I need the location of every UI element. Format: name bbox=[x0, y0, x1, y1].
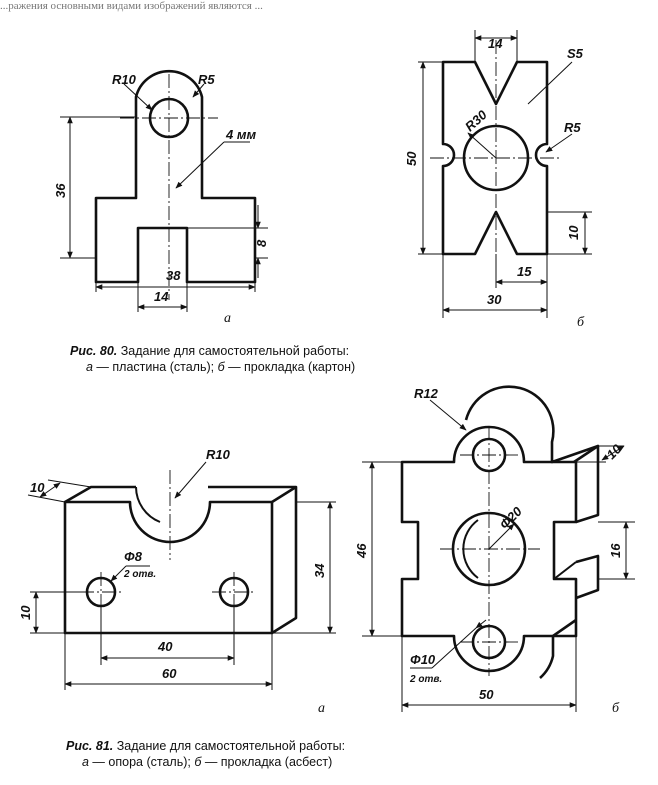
fig80a-dim-8: 8 bbox=[254, 239, 269, 247]
fig80-caption-label: Рис. 80. bbox=[70, 344, 118, 358]
fig80b-dim-10: 10 bbox=[566, 225, 581, 240]
fig81a-dim-40: 40 bbox=[157, 639, 173, 654]
fig81-caption: Рис. 81. Задание для самостоятельной раб… bbox=[66, 738, 345, 770]
fig80-caption: Рис. 80. Задание для самостоятельной раб… bbox=[70, 343, 355, 375]
fig80b-dim-s5: S5 bbox=[567, 46, 584, 61]
fig81a-dim-60: 60 bbox=[162, 666, 177, 681]
fig81-caption-text: Задание для самостоятельной работы: bbox=[113, 739, 346, 753]
fig81a-dim-34: 34 bbox=[312, 563, 327, 578]
fig81b-letter: б bbox=[612, 701, 620, 716]
fig81-caption-label: Рис. 81. bbox=[66, 739, 114, 753]
fig80-caption-b: б bbox=[217, 360, 225, 374]
fig80a-dim-36: 36 bbox=[53, 183, 68, 198]
fig81b-gasket bbox=[362, 385, 635, 712]
fig81-caption-a: а bbox=[82, 755, 89, 769]
fig80b-letter: б bbox=[577, 315, 585, 330]
fig81a-letter: а bbox=[318, 701, 325, 716]
fig80a-dim-r5: R5 bbox=[198, 72, 215, 87]
fig80a-dim-14: 14 bbox=[154, 289, 169, 304]
fig81a-dim-r10: R10 bbox=[206, 447, 231, 462]
fig80a-dim-38: 38 bbox=[166, 268, 181, 283]
fig81a-dim-10: 10 bbox=[18, 605, 33, 620]
fig80b-dim-15: 15 bbox=[517, 264, 532, 279]
fig81-caption-b-text: — прокладка (асбест) bbox=[201, 755, 333, 769]
fig81b-dim-50: 50 bbox=[479, 687, 494, 702]
fig81-caption-b: б bbox=[194, 755, 202, 769]
fig80b-dim-r5: R5 bbox=[564, 120, 581, 135]
fig81b-dim-d20: Φ20 bbox=[497, 503, 526, 532]
fig80-caption-a: а bbox=[86, 360, 93, 374]
fig80b-dim-14: 14 bbox=[488, 36, 503, 51]
fig81b-dim-16: 16 bbox=[608, 543, 623, 558]
fig81a-dim-holes: 2 отв. bbox=[123, 569, 156, 580]
fig81-caption-a-text: — опора (сталь); bbox=[88, 755, 195, 769]
fig81b-dim-d10: Φ10 bbox=[410, 652, 436, 667]
fig80a-dim-thickness: 4 мм bbox=[225, 127, 256, 142]
fig81a-support bbox=[27, 461, 336, 690]
fig80-caption-b-text: — прокладка (картон) bbox=[224, 360, 356, 374]
fig81a-dim-d8: Φ8 bbox=[124, 549, 143, 564]
fig80b-dim-r30: R30 bbox=[462, 107, 490, 135]
fig81b-dim-10: 10 bbox=[604, 441, 625, 462]
fig80b-gasket bbox=[418, 30, 592, 318]
fig80a-letter: а bbox=[224, 311, 231, 326]
fig80-caption-a-text: — пластина (сталь); bbox=[92, 360, 218, 374]
cropped-top-text: ...ражения основными видами изображений … bbox=[0, 0, 263, 12]
fig80b-dim-30: 30 bbox=[487, 292, 502, 307]
fig80-caption-text: Задание для самостоятельной работы: bbox=[117, 344, 350, 358]
fig81b-dim-46: 46 bbox=[354, 543, 369, 559]
fig80a-plate bbox=[60, 69, 268, 312]
fig81b-dim-holes: 2 отв. bbox=[409, 674, 442, 685]
fig80a-dim-r10: R10 bbox=[112, 72, 137, 87]
fig81b-dim-r12: R12 bbox=[414, 386, 439, 401]
fig81a-dim-10-depth: 10 bbox=[30, 480, 45, 495]
fig80b-dim-50: 50 bbox=[404, 151, 419, 166]
